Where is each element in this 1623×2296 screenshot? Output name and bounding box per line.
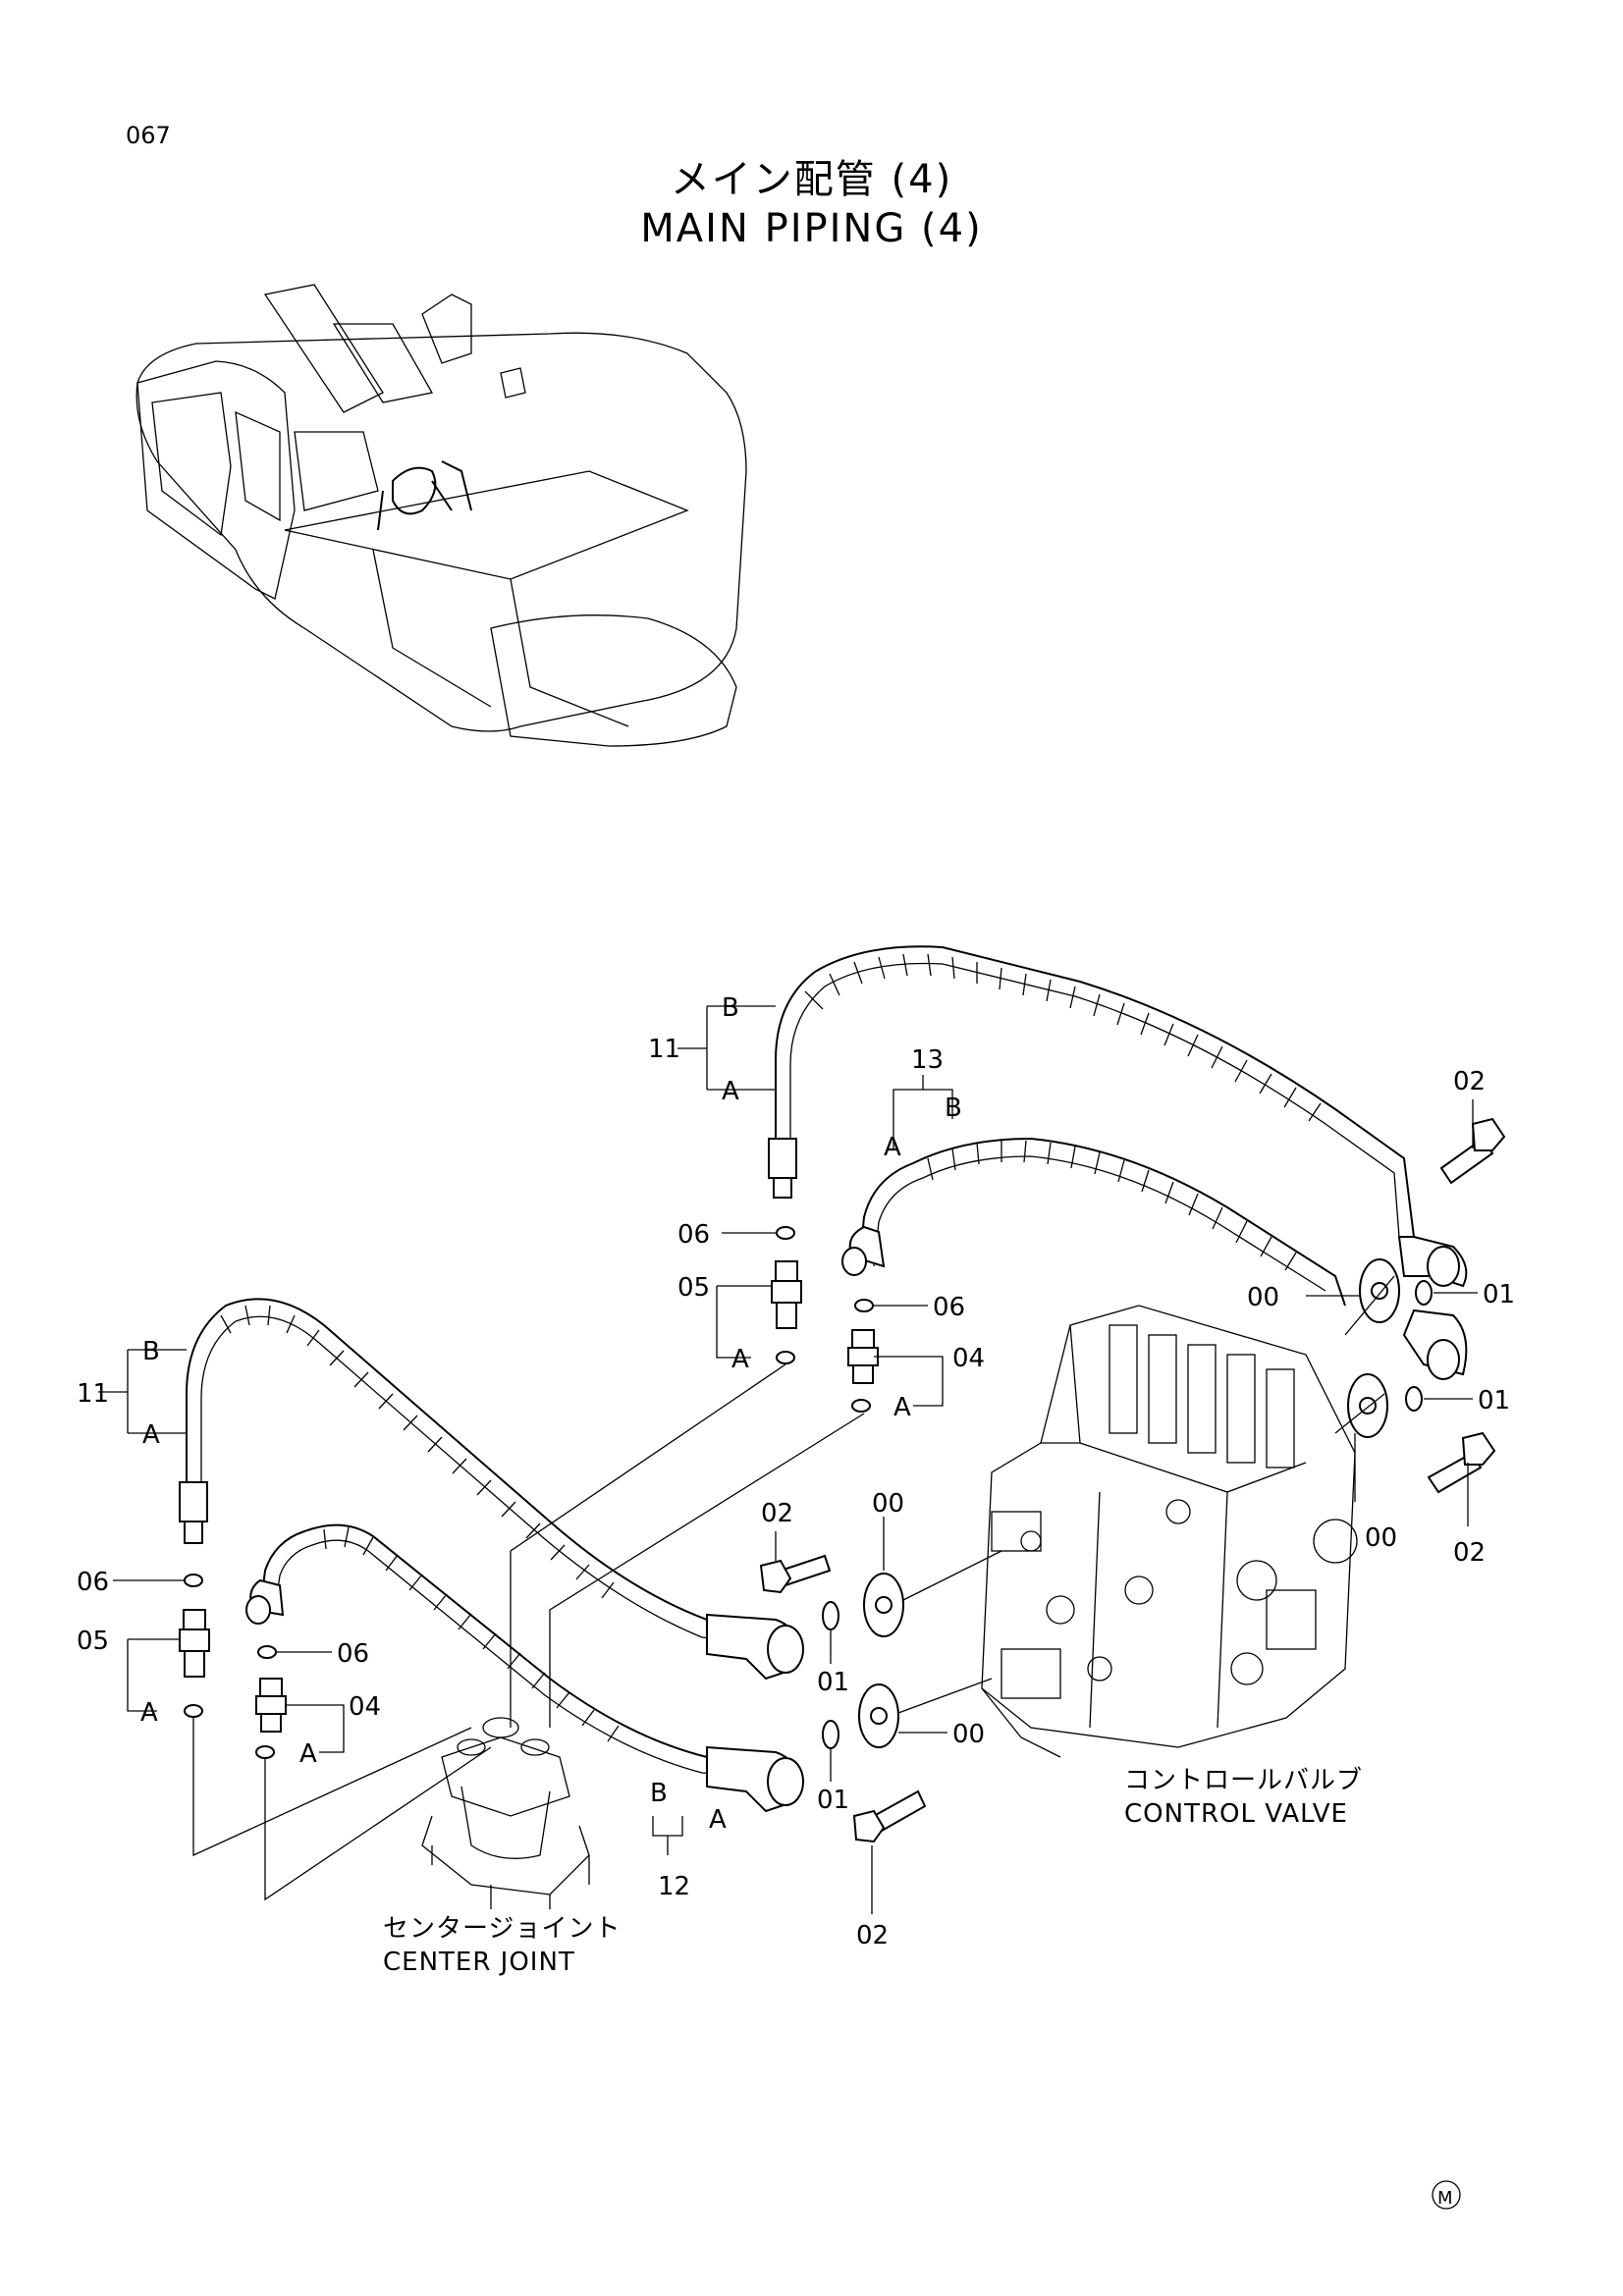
- callout-06-b: 06: [933, 1293, 965, 1322]
- center-joint-label-en: CENTER JOINT: [383, 1948, 575, 1977]
- callout-01-b: 01: [1478, 1386, 1510, 1415]
- control-valve-label-jp: コントロールバルブ: [1124, 1766, 1363, 1795]
- callout-04-a: 04: [952, 1344, 985, 1373]
- callout-00-d: 00: [1365, 1523, 1397, 1553]
- callout-11-lower-A: A: [142, 1420, 160, 1450]
- callout-05-a: 05: [677, 1273, 710, 1303]
- footer-mark-letter: M: [1437, 2188, 1453, 2209]
- callout-04-b-A: A: [299, 1739, 317, 1769]
- title-english: MAIN PIPING (4): [640, 206, 983, 251]
- callout-12-A: A: [709, 1805, 727, 1835]
- callout-11-upper-A: A: [722, 1077, 739, 1106]
- hose-13: [841, 1137, 1468, 1380]
- callout-12-B: B: [650, 1779, 668, 1808]
- callout-13-B: B: [945, 1094, 962, 1123]
- callout-04-b: 04: [349, 1692, 381, 1722]
- callout-05-b-A: A: [140, 1698, 158, 1728]
- hose-12: [245, 1523, 804, 1813]
- center-joint-drawing: [421, 1717, 590, 1909]
- fittings-left: [179, 1226, 879, 1759]
- footer-mark: M: [1432, 2180, 1461, 2210]
- callout-02-d: 02: [856, 1921, 889, 1950]
- callout-12: 12: [658, 1872, 690, 1901]
- callout-00-c: 00: [952, 1720, 985, 1749]
- callout-01-d: 01: [817, 1786, 849, 1815]
- callout-05-a-A: A: [731, 1345, 749, 1374]
- callout-06-d: 06: [337, 1639, 369, 1669]
- callout-05-b: 05: [77, 1627, 109, 1656]
- callout-01-a: 01: [1483, 1280, 1515, 1309]
- callout-02-c: 02: [761, 1499, 793, 1528]
- page-number: 067: [126, 122, 171, 149]
- callout-02-a: 02: [1453, 1067, 1486, 1096]
- callout-11-upper: 11: [648, 1035, 680, 1064]
- callout-04-a-A: A: [893, 1393, 911, 1422]
- callout-11-upper-B: B: [722, 993, 739, 1023]
- center-joint-label-jp: センタージョイント: [383, 1914, 621, 1944]
- leader-lines: [98, 1005, 1478, 1914]
- callout-02-b: 02: [1453, 1538, 1486, 1568]
- hose-11-lower: [179, 1298, 804, 1681]
- callout-00-a: 00: [1247, 1283, 1279, 1312]
- callout-00-b: 00: [872, 1489, 904, 1519]
- excavator-overview: [135, 284, 747, 747]
- callout-labels: 11 B A 13 A B 11 B A B A 12 06 06 06 06 …: [77, 993, 1515, 1977]
- callout-06-a: 06: [677, 1220, 710, 1250]
- title-japanese: メイン配管 (4): [670, 157, 953, 202]
- callout-13-A: A: [884, 1133, 901, 1162]
- callout-06-c: 06: [77, 1568, 109, 1597]
- callout-01-c: 01: [817, 1668, 849, 1697]
- control-valve-label-en: CONTROL VALVE: [1124, 1799, 1348, 1829]
- hose-11-upper: [768, 945, 1468, 1288]
- callout-11-lower-B: B: [142, 1337, 160, 1366]
- callout-11-lower: 11: [77, 1379, 109, 1409]
- callout-13: 13: [911, 1045, 944, 1075]
- control-valve-drawing: [981, 1305, 1358, 1758]
